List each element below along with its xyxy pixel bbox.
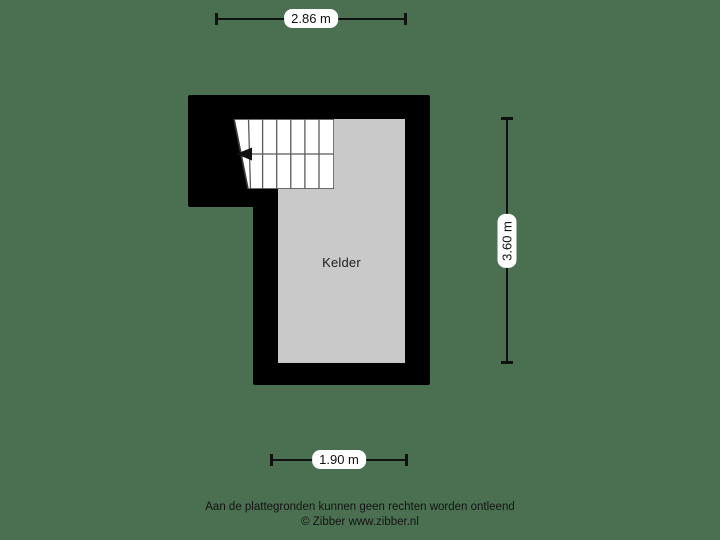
floorplan-shape: Kelder bbox=[188, 95, 430, 385]
dimension-top: 2.86 m bbox=[215, 9, 407, 28]
footer-line-1: Aan de plattegronden kunnen geen rechten… bbox=[205, 501, 515, 513]
dimension-top-cap-right bbox=[404, 13, 407, 25]
dimension-right-cap-bottom bbox=[501, 361, 513, 364]
dimension-bottom-cap-right bbox=[405, 454, 408, 466]
arrow-left-icon bbox=[236, 147, 252, 161]
dimension-bottom-label: 1.90 m bbox=[312, 450, 366, 469]
staircase-graphic bbox=[233, 119, 334, 189]
dimension-top-cap-left bbox=[215, 13, 218, 25]
staircase bbox=[214, 119, 334, 189]
dimension-right: 3.60 m bbox=[497, 117, 517, 364]
dimension-bottom-cap-left bbox=[270, 454, 273, 466]
dimension-right-label: 3.60 m bbox=[497, 213, 517, 268]
dimension-bottom: 1.90 m bbox=[270, 450, 408, 469]
footer-disclaimer: Aan de plattegronden kunnen geen rechten… bbox=[0, 500, 720, 530]
dimension-right-cap-top bbox=[501, 117, 513, 120]
dimension-top-label: 2.86 m bbox=[284, 9, 338, 28]
room-label-kelder: Kelder bbox=[322, 255, 361, 270]
footer-line-2: © Zibber www.zibber.nl bbox=[301, 516, 419, 528]
